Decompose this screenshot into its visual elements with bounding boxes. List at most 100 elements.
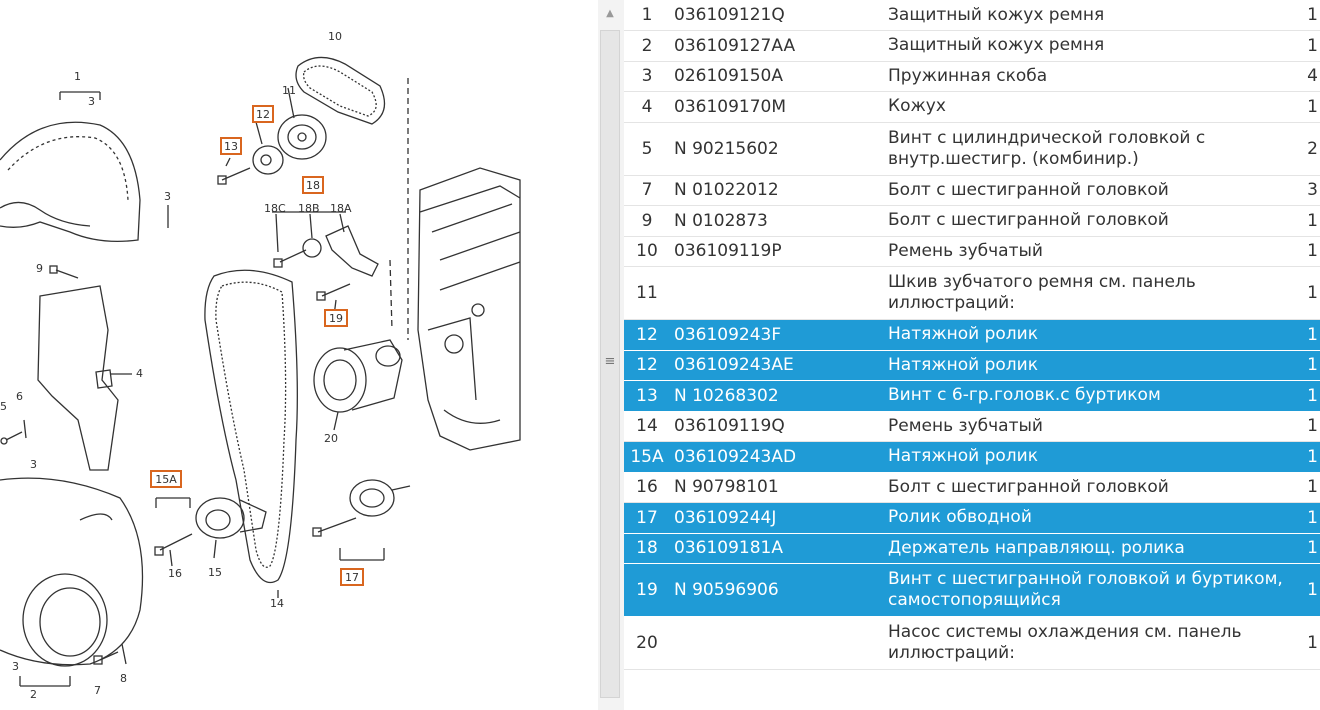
part-code-cell: 036109243AE	[670, 350, 880, 381]
part-quantity-cell: 1	[1304, 411, 1320, 442]
part-code-cell: N 90596906	[670, 563, 880, 617]
part-quantity-cell: 1	[1304, 472, 1320, 503]
part-number-cell: 17	[624, 502, 670, 534]
part-description-cell: Винт с цилиндрической головкой с внутр.ш…	[880, 122, 1304, 176]
part-number-cell: 13	[624, 380, 670, 412]
diagram-label: 11	[282, 84, 296, 97]
part-number-cell: 12	[624, 350, 670, 381]
splitter-grip-icon[interactable]: ≡	[604, 353, 616, 369]
callout-17[interactable]: 17	[340, 568, 364, 586]
part-code-cell	[670, 266, 880, 320]
diagram-label: 14	[270, 597, 284, 610]
scroll-up-arrow-icon[interactable]: ▲	[606, 7, 614, 19]
part-code-cell: 036109170M	[670, 91, 880, 123]
part-quantity-cell: 1	[1304, 0, 1320, 31]
part-number-cell: 11	[624, 266, 670, 320]
diagram-label: 16	[168, 567, 182, 580]
part-description-cell: Держатель направляющ. ролика	[880, 533, 1304, 564]
part-code-cell: 036109127AA	[670, 30, 880, 62]
part-quantity-cell: 1	[1304, 350, 1320, 381]
callout-12[interactable]: 12	[252, 105, 274, 123]
part-code-cell	[670, 616, 880, 670]
table-row[interactable]: 11 Шкив зубчатого ремня см. панель иллюст…	[624, 266, 1320, 320]
scrollbar-track[interactable]	[600, 30, 620, 698]
part-code-cell: 036109181A	[670, 533, 880, 564]
part-description-cell: Защитный кожух ремня	[880, 0, 1304, 31]
part-number-cell: 19	[624, 563, 670, 617]
part-number-cell: 7	[624, 175, 670, 206]
part-description-cell: Шкив зубчатого ремня см. панель иллюстра…	[880, 266, 1304, 320]
diagram-label: 1	[74, 70, 81, 83]
part-code-cell: 036109119Q	[670, 411, 880, 442]
callout-19[interactable]: 19	[324, 309, 348, 327]
part-quantity-cell: 1	[1304, 319, 1320, 351]
part-description-cell: Натяжной ролик	[880, 441, 1304, 473]
exploded-view-drawing	[0, 56, 521, 687]
part-code-cell: 036109244J	[670, 502, 880, 534]
diagram-label: 18C	[264, 202, 286, 215]
part-code-cell: N 90215602	[670, 122, 880, 176]
part-number-cell: 20	[624, 616, 670, 670]
part-quantity-cell: 2	[1304, 122, 1320, 176]
diagram-label: 10	[328, 30, 342, 43]
part-description-cell: Болт с шестигранной головкой	[880, 472, 1304, 503]
part-number-cell: 18	[624, 533, 670, 564]
part-code-cell: 036109243F	[670, 319, 880, 351]
callout-15a[interactable]: 15A	[150, 470, 182, 488]
part-quantity-cell: 1	[1304, 441, 1320, 473]
diagram-label: 15	[208, 566, 222, 579]
part-code-cell: 036109121Q	[670, 0, 880, 31]
diagram-label: 4	[136, 367, 143, 380]
part-description-cell: Ролик обводной	[880, 502, 1304, 534]
part-code-cell: 026109150A	[670, 61, 880, 92]
part-description-cell: Натяжной ролик	[880, 350, 1304, 381]
diagram-label: 6	[16, 390, 23, 403]
part-description-cell: Кожух	[880, 91, 1304, 123]
part-quantity-cell: 1	[1304, 236, 1320, 267]
diagram-label: 3	[12, 660, 19, 673]
part-quantity-cell: 1	[1304, 205, 1320, 237]
diagram-label: 5	[0, 400, 7, 413]
callout-18[interactable]: 18	[302, 176, 324, 194]
part-number-cell: 2	[624, 30, 670, 62]
part-quantity-cell: 1	[1304, 616, 1320, 670]
part-number-cell: 1	[624, 0, 670, 31]
part-number-cell: 15A	[624, 441, 670, 473]
part-description-cell: Натяжной ролик	[880, 319, 1304, 351]
part-quantity-cell: 1	[1304, 502, 1320, 534]
part-description-cell: Болт с шестигранной головкой	[880, 175, 1304, 206]
callout-13[interactable]: 13	[220, 137, 242, 155]
panel-splitter[interactable]: ▲ ≡	[598, 0, 624, 710]
diagram-label: 8	[120, 672, 127, 685]
part-code-cell: 036109119P	[670, 236, 880, 267]
diagram-label: 7	[94, 684, 101, 697]
part-quantity-cell: 1	[1304, 380, 1320, 412]
part-description-cell: Ремень зубчатый	[880, 236, 1304, 267]
diagram-label: 3	[164, 190, 171, 203]
diagram-label: 20	[324, 432, 338, 445]
diagram-label: 3	[30, 458, 37, 471]
part-description-cell: Защитный кожух ремня	[880, 30, 1304, 62]
diagram-label: 18A	[330, 202, 352, 215]
part-code-cell: N 01022012	[670, 175, 880, 206]
part-code-cell: 036109243AD	[670, 441, 880, 473]
